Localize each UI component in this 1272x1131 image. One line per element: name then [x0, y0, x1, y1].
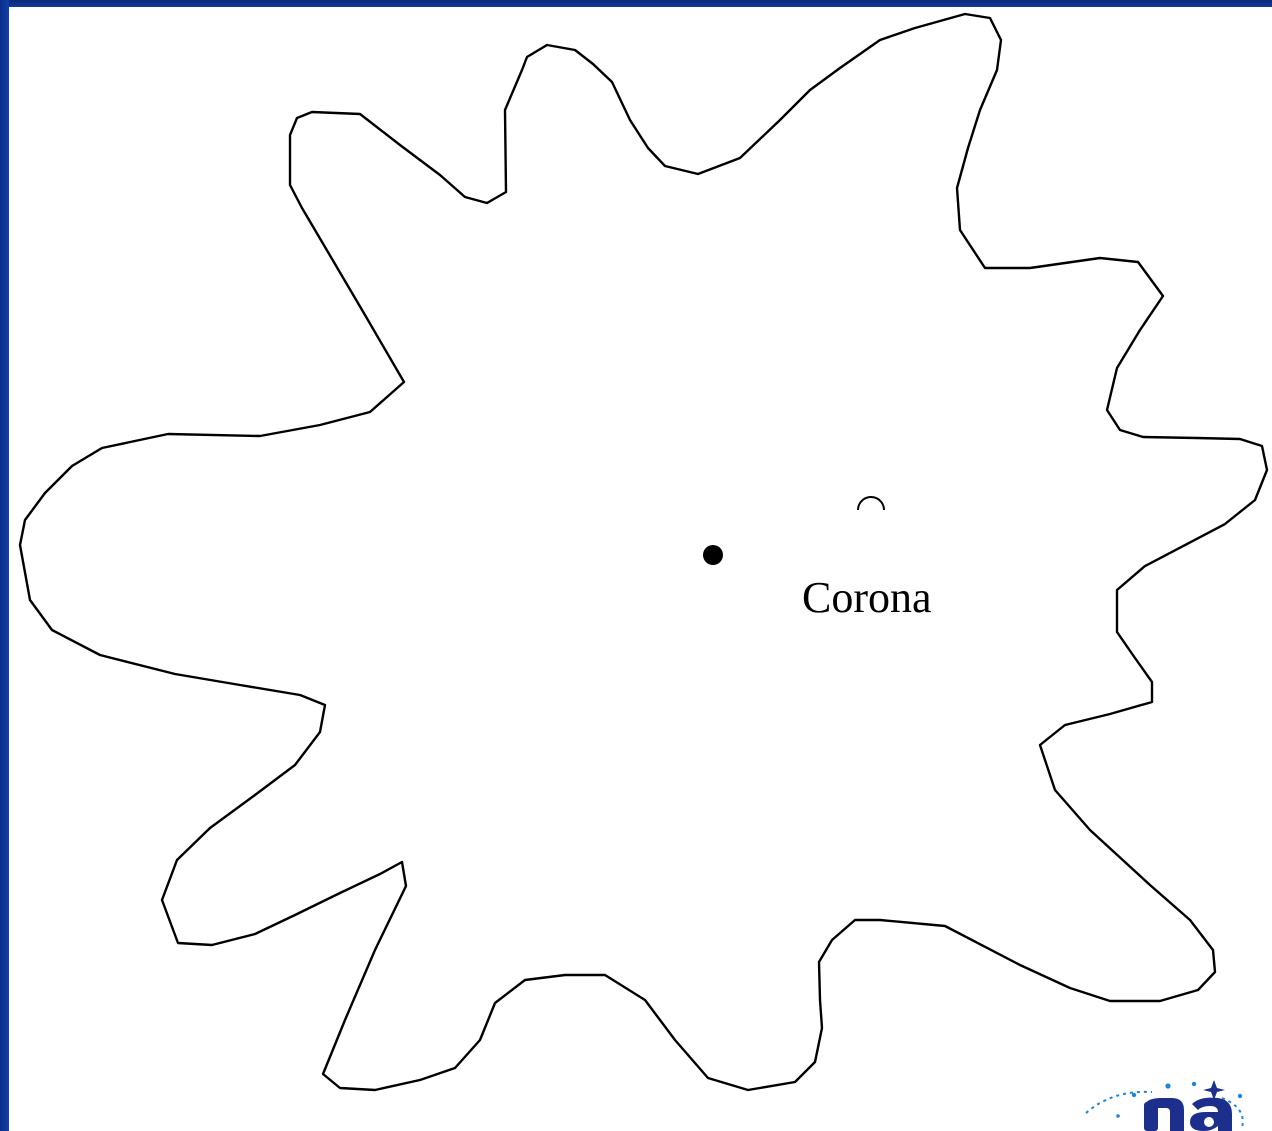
center-dot-icon: [703, 545, 723, 565]
corona-outline: [20, 14, 1267, 1090]
na-logo-icon: [1072, 1078, 1272, 1131]
corona-label: Corona: [802, 576, 932, 620]
